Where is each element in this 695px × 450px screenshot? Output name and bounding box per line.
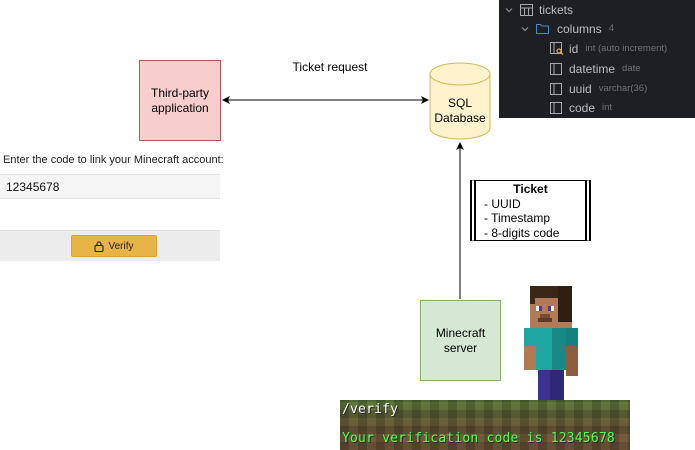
tree-row-table[interactable]: tickets (504, 0, 573, 19)
column-name: id (569, 41, 579, 56)
column-type: int (602, 102, 613, 113)
minecraft-server-label: Minecraft server (435, 325, 486, 355)
columns-label: columns (557, 21, 602, 36)
column-row-id[interactable]: id int (auto increment) (550, 39, 667, 58)
table-icon (520, 3, 533, 16)
column-row-datetime[interactable]: datetime date (550, 59, 641, 78)
ticket-title: Ticket (513, 182, 548, 196)
columns-count: 4 (608, 23, 614, 34)
chat-message: Your verification code is 12345678 (342, 431, 615, 446)
column-type: int (auto increment) (585, 43, 668, 54)
verify-button[interactable]: Verify (71, 235, 157, 257)
column-type: date (622, 63, 641, 74)
ticket-item: - UUID (484, 196, 521, 211)
third-party-label: Third-party application (150, 85, 209, 115)
minecraft-server-box: Minecraft server (420, 300, 501, 381)
chevron-down-icon (505, 7, 513, 12)
code-input[interactable]: 12345678 (0, 174, 220, 199)
tree-row-columns[interactable]: columns 4 (520, 19, 614, 38)
column-icon (550, 82, 562, 95)
chevron-down-icon (521, 26, 529, 31)
ticket-item: - Timestamp (484, 211, 551, 225)
column-name: datetime (569, 61, 616, 76)
primary-key-column-icon (550, 42, 564, 55)
table-name: tickets (539, 2, 574, 17)
lock-icon (94, 240, 105, 252)
database-tree-panel: tickets columns 4 id int (auto increment… (499, 0, 695, 118)
minecraft-chat: /verify Your verification code is 123456… (340, 400, 630, 450)
ticket-item: - 8-digits code (484, 225, 560, 240)
column-row-uuid[interactable]: uuid varchar(36) (550, 79, 647, 98)
database-label: SQL Database (434, 96, 486, 125)
column-name: uuid (569, 81, 592, 96)
chat-command: /verify (342, 402, 399, 417)
verify-label: Verify (108, 240, 134, 252)
folder-icon (536, 24, 549, 34)
column-type: varchar(36) (598, 83, 648, 94)
column-name: code (569, 100, 596, 115)
column-icon (550, 101, 562, 114)
ticket-schema-box: Ticket - UUID - Timestamp - 8-digits cod… (470, 180, 591, 241)
column-row-code[interactable]: code int (550, 98, 612, 117)
link-code-prompt: Enter the code to link your Minecraft ac… (3, 154, 224, 166)
third-party-application-box: Third-party application (139, 60, 221, 141)
ticket-request-label: Ticket request (292, 60, 368, 74)
column-icon (550, 62, 562, 75)
